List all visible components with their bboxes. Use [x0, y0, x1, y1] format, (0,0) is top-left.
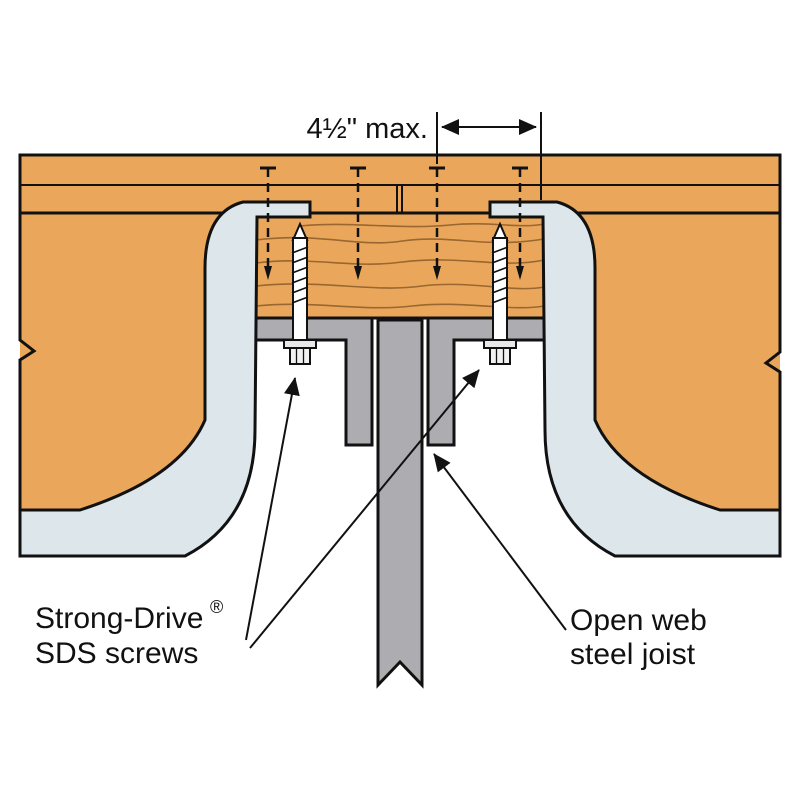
- leader-lines: [245, 369, 567, 649]
- label-steel-joist: steel joist: [570, 638, 696, 671]
- joist-chord-right: [488, 200, 782, 558]
- deck-nail: [512, 166, 528, 280]
- deck-nail: [350, 166, 366, 280]
- deck-nails: [260, 166, 528, 280]
- screw-threads: [491, 246, 509, 304]
- label-sds-screws: SDS screws: [35, 637, 198, 670]
- leader-screw-left: [245, 377, 300, 641]
- screw-hex-head: [489, 347, 511, 365]
- label-registered-mark: ®: [210, 597, 223, 617]
- screw-washer: [483, 339, 517, 349]
- screw-threads: [291, 246, 309, 304]
- dimension-annotation: 4½" max.: [306, 112, 542, 200]
- leader-steel-joist: [433, 453, 567, 631]
- leader-screw-right: [249, 369, 480, 649]
- callout-labels: Strong-Drive ® SDS screws Open web steel…: [35, 597, 707, 671]
- dimension-label: 4½" max.: [306, 113, 428, 145]
- steel-web: [376, 318, 424, 689]
- screw-washer: [283, 339, 317, 349]
- break-edge-left: [18, 155, 37, 556]
- deck-nail: [260, 166, 276, 280]
- screw-hex-head: [289, 347, 311, 365]
- label-strong-drive: Strong-Drive: [35, 602, 203, 635]
- break-edge-right: [763, 155, 782, 556]
- label-open-web: Open web: [570, 604, 707, 637]
- deck-nail: [429, 166, 445, 280]
- joist-chord-left: [18, 200, 312, 558]
- sds-screw-left: [283, 221, 317, 365]
- sds-screw-right: [483, 221, 517, 365]
